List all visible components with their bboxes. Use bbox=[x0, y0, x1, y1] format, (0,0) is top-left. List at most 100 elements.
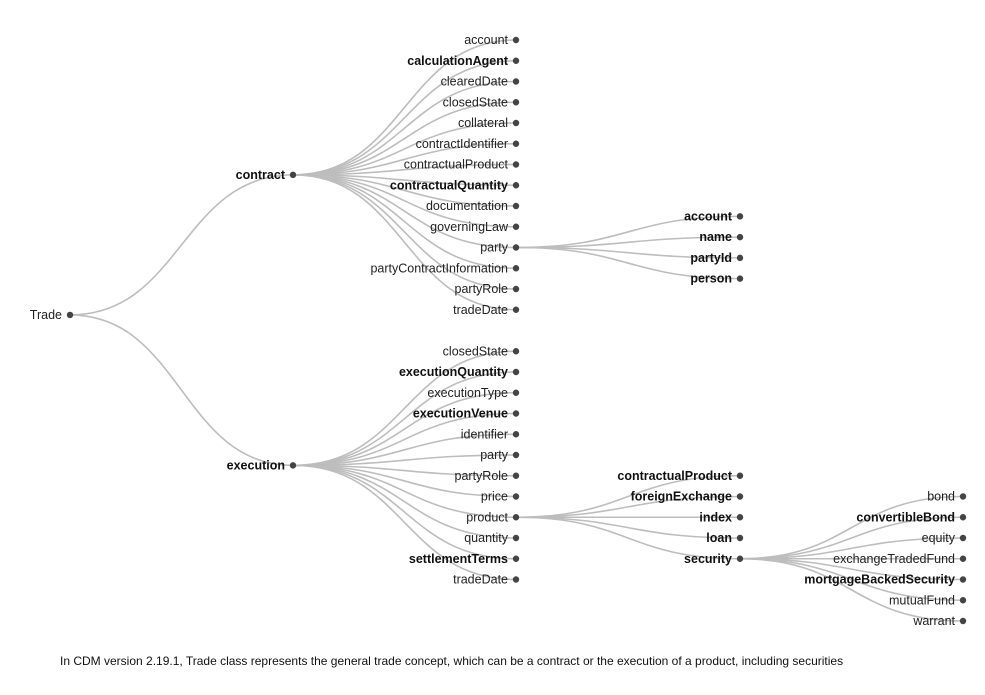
node-dot bbox=[736, 213, 744, 220]
tree-link bbox=[292, 174, 517, 187]
node-label: foreignExchange bbox=[631, 490, 732, 504]
node-label: contractualProduct bbox=[404, 158, 509, 172]
tree-node-collateral: collateral bbox=[458, 116, 520, 130]
node-label: executionType bbox=[427, 386, 508, 400]
node-dot bbox=[512, 202, 520, 210]
node-dot bbox=[512, 472, 520, 479]
tree-link bbox=[292, 464, 517, 519]
node-dot bbox=[736, 472, 744, 479]
node-dot bbox=[736, 555, 744, 562]
node-dot bbox=[512, 514, 520, 521]
tree-link bbox=[292, 454, 517, 467]
tree-node-contractualproduct: contractualProduct bbox=[404, 158, 520, 172]
node-dot bbox=[512, 555, 520, 562]
node-label: contractIdentifier bbox=[416, 137, 508, 151]
tree-link bbox=[292, 174, 517, 270]
tree-node-price: price bbox=[481, 490, 520, 504]
tree-link bbox=[515, 215, 741, 249]
tree-link bbox=[739, 557, 964, 622]
node-label: bond bbox=[927, 490, 955, 504]
node-dot bbox=[512, 431, 520, 438]
node-dot bbox=[512, 493, 520, 500]
tree-link bbox=[739, 516, 964, 560]
node-label: party bbox=[480, 448, 509, 462]
tree-node-contract: contract bbox=[236, 168, 297, 182]
tree-node-party: party bbox=[480, 241, 520, 255]
tree-link bbox=[515, 246, 741, 280]
tree-link bbox=[292, 174, 517, 228]
tree-link bbox=[292, 101, 517, 176]
tree-node-warrant: warrant bbox=[912, 614, 967, 628]
tree-node-party: party bbox=[480, 448, 520, 462]
tree-node-convertiblebond: convertibleBond bbox=[856, 510, 967, 524]
node-dot bbox=[736, 254, 744, 262]
tree-link bbox=[292, 59, 517, 176]
node-label: partyContractInformation bbox=[370, 261, 508, 275]
node-dot bbox=[66, 311, 74, 319]
tree-node-contractualproduct: contractualProduct bbox=[617, 469, 744, 483]
node-dot bbox=[959, 576, 967, 583]
node-dot bbox=[512, 348, 520, 355]
tree-node-quantity: quantity bbox=[464, 531, 520, 545]
tree-node-foreignexchange: foreignExchange bbox=[631, 490, 744, 504]
tree-node-execution: execution bbox=[227, 458, 297, 472]
node-dot bbox=[736, 493, 744, 500]
node-label: product bbox=[466, 510, 508, 524]
tree-node-settlementterms: settlementTerms bbox=[409, 552, 520, 566]
node-dot bbox=[959, 534, 967, 542]
node-label: exchangeTradedFund bbox=[833, 552, 955, 566]
tree-node-mutualfund: mutualFund bbox=[889, 593, 967, 607]
tree-link bbox=[292, 122, 517, 176]
tree-node-governinglaw: governingLaw bbox=[430, 220, 520, 234]
tree-link bbox=[292, 350, 517, 467]
tree-node-partyid: partyId bbox=[690, 251, 744, 265]
tree-link bbox=[292, 433, 517, 467]
node-dot bbox=[512, 161, 520, 168]
node-dot bbox=[512, 140, 520, 147]
node-dot bbox=[512, 306, 520, 313]
node-label: index bbox=[699, 510, 732, 524]
node-label: partyId bbox=[690, 251, 732, 265]
node-dot bbox=[512, 451, 520, 459]
node-dot bbox=[959, 493, 967, 500]
node-dot bbox=[512, 576, 520, 583]
node-dot bbox=[512, 99, 520, 106]
tree-link bbox=[292, 142, 517, 176]
node-dot bbox=[959, 597, 967, 604]
tree-link bbox=[292, 464, 517, 560]
tree-link bbox=[739, 557, 964, 602]
node-label: closedState bbox=[443, 344, 508, 358]
node-label: clearedDate bbox=[441, 75, 508, 89]
node-label: documentation bbox=[426, 199, 508, 213]
tree-node-contractualquantity: contractualQuantity bbox=[390, 178, 520, 192]
tree-node-partycontractinformation: partyContractInformation bbox=[370, 261, 520, 275]
tree-link bbox=[292, 371, 517, 467]
node-label: closedState bbox=[443, 95, 508, 109]
node-label: convertibleBond bbox=[856, 510, 955, 524]
node-label: calculationAgent bbox=[407, 54, 509, 68]
tree-node-tradedate: tradeDate bbox=[453, 303, 520, 317]
tree-link bbox=[739, 557, 964, 581]
node-label: executionQuantity bbox=[399, 365, 508, 379]
tree-link bbox=[292, 174, 517, 249]
diagram-caption: In CDM version 2.19.1, Trade class repre… bbox=[60, 654, 844, 668]
tree-node-contractidentifier: contractIdentifier bbox=[416, 137, 520, 151]
tree-node-bond: bond bbox=[927, 490, 967, 504]
node-label: loan bbox=[706, 531, 732, 545]
tree-node-person: person bbox=[690, 272, 744, 286]
tree-node-cleareddate: clearedDate bbox=[441, 75, 520, 89]
tree-link bbox=[292, 174, 517, 311]
node-label: tradeDate bbox=[453, 573, 508, 587]
node-label: tradeDate bbox=[453, 303, 508, 317]
node-label: warrant bbox=[912, 614, 955, 628]
node-label: name bbox=[699, 230, 732, 244]
tree-node-tradedate: tradeDate bbox=[453, 573, 520, 587]
node-label: settlementTerms bbox=[409, 552, 508, 566]
tree-link bbox=[292, 163, 517, 176]
tree-link bbox=[292, 391, 517, 467]
node-dot bbox=[736, 514, 744, 521]
tree-link bbox=[292, 464, 517, 539]
node-label: mortgageBackedSecurity bbox=[804, 573, 955, 587]
node-label: governingLaw bbox=[430, 220, 509, 234]
